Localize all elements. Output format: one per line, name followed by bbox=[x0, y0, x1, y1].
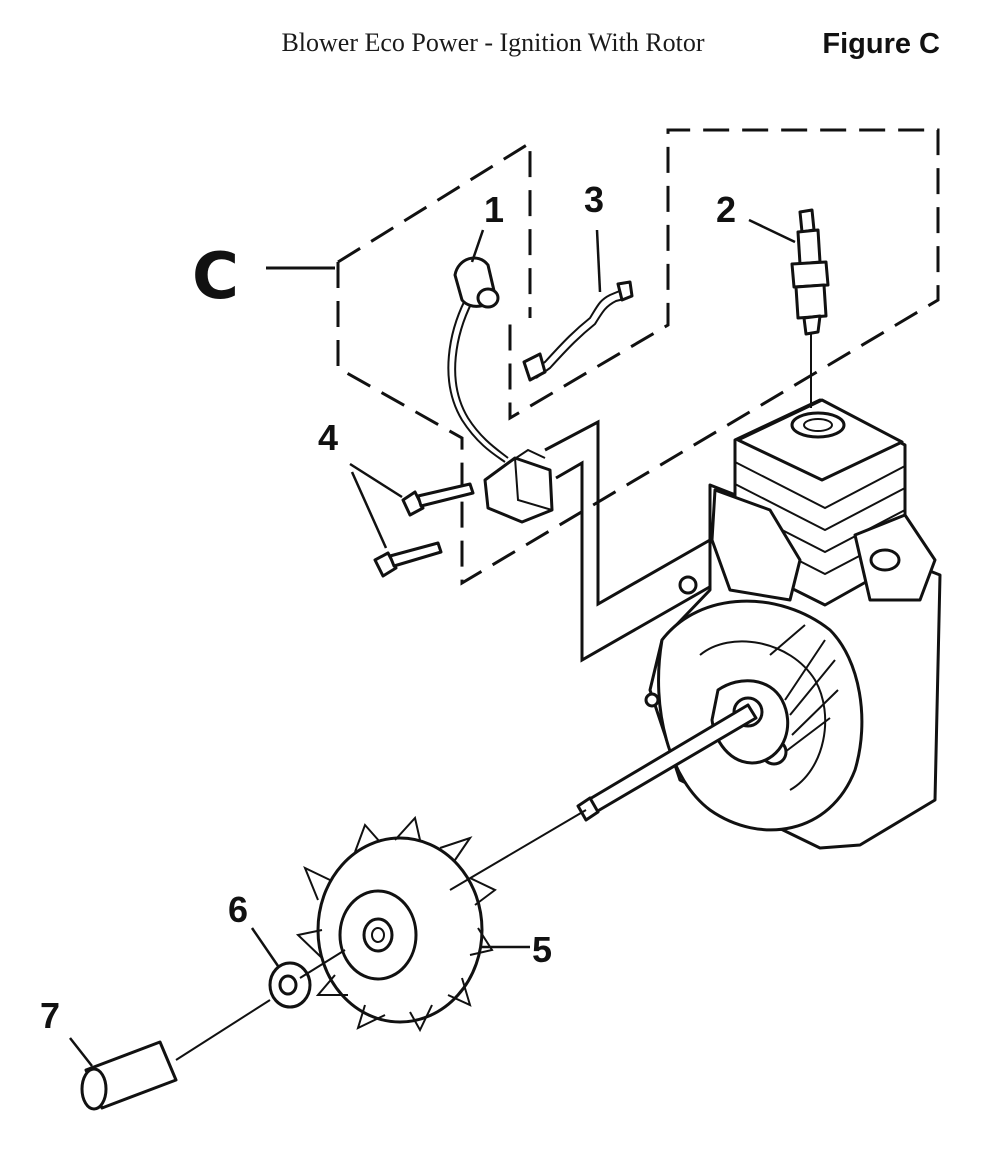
flywheel-washer bbox=[268, 961, 312, 1009]
diagram-title: Blower Eco Power - Ignition With Rotor bbox=[281, 28, 705, 57]
flywheel-rotor bbox=[295, 815, 497, 1033]
callout-7: 7 bbox=[40, 995, 60, 1036]
engine-crankcase bbox=[644, 483, 942, 850]
ground-wire bbox=[522, 280, 634, 382]
flywheel-nut bbox=[80, 999, 271, 1111]
callout-4: 4 bbox=[318, 417, 338, 458]
callout-3: 3 bbox=[584, 179, 604, 220]
engine-cylinder bbox=[710, 398, 937, 607]
coil-connector-lines bbox=[544, 419, 749, 663]
assembly-axis-lines bbox=[299, 809, 587, 979]
coil-mounting-screws bbox=[373, 482, 475, 578]
group-c-boundary bbox=[266, 128, 940, 586]
spark-plug bbox=[790, 208, 830, 408]
leader-lines bbox=[69, 218, 796, 1067]
callout-5: 5 bbox=[532, 929, 552, 970]
callout-1: 1 bbox=[484, 189, 504, 230]
group-label-c: C bbox=[192, 240, 239, 314]
figure-label: Figure C bbox=[822, 28, 940, 60]
crankshaft bbox=[576, 703, 758, 822]
ignition-coil bbox=[447, 256, 554, 524]
callout-2: 2 bbox=[716, 189, 736, 230]
callout-6: 6 bbox=[228, 889, 248, 930]
